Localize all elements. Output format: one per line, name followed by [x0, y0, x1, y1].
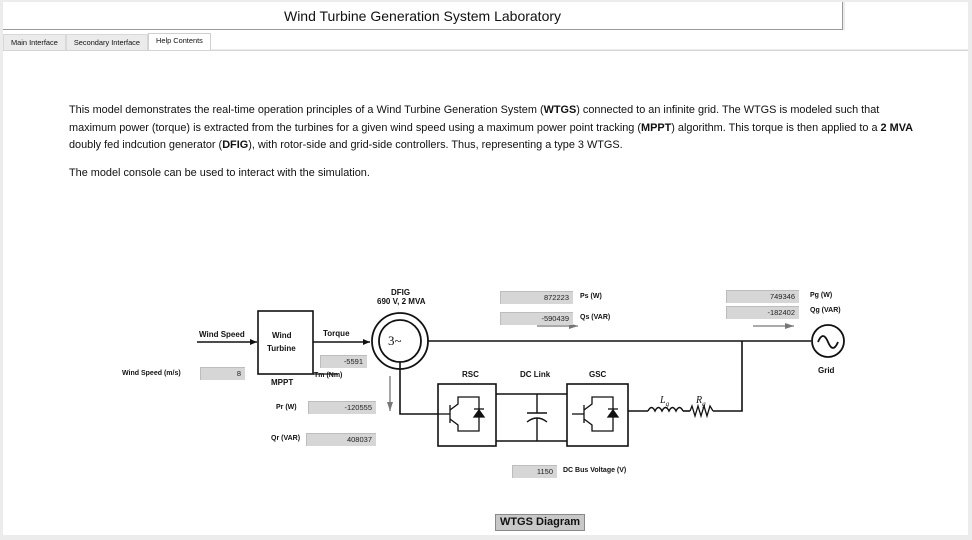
rg-label: Rg	[696, 395, 706, 408]
dc-link-label: DC Link	[520, 370, 551, 379]
torque-label: Torque	[323, 329, 350, 338]
rg-label-main: R	[696, 395, 703, 406]
gsc-block	[566, 383, 629, 447]
tab-bar: Main Interface Secondary Interface Help …	[3, 33, 211, 51]
qg-indicator-label: Qg (VAR)	[810, 307, 841, 314]
desc-bold-2mva: 2 MVA	[880, 121, 914, 134]
wind-turbine-block	[257, 310, 314, 375]
qs-indicator-label: Qs (VAR)	[580, 314, 611, 321]
tm-indicator-label: Tm (Nm)	[314, 372, 343, 379]
wind-speed-indicator-label: Wind Speed (m/s)	[122, 370, 181, 377]
grid-label: Grid	[818, 366, 835, 375]
dfig-rating-label: 690 V, 2 MVA	[377, 297, 426, 306]
turbine-label-line2: Turbine	[267, 344, 296, 353]
wind-speed-indicator: 8	[200, 367, 245, 380]
qs-indicator: -590439	[500, 312, 573, 325]
rsc-block	[437, 383, 497, 447]
lg-label: Lg	[660, 395, 669, 408]
rotor-line	[399, 362, 438, 415]
desc-bold-dfig: DFIG	[222, 139, 249, 151]
wind-speed-label: Wind Speed	[199, 330, 245, 339]
pr-indicator-label: Pr (W)	[276, 404, 297, 411]
desc-text: This model demonstrates the real-time op…	[69, 104, 544, 116]
rg-label-sub: g	[702, 400, 706, 408]
help-contents-panel	[3, 50, 968, 535]
title-background	[3, 30, 845, 49]
pg-indicator: 749346	[726, 290, 799, 303]
ps-indicator: 872223	[500, 291, 573, 304]
dc-bus-voltage-indicator: 1150	[512, 465, 557, 478]
desc-bold-mppt: MPPT	[641, 121, 672, 134]
wtgs-diagram-button[interactable]: WTGS Diagram	[495, 514, 585, 531]
desc-text: ), with rotor-side and grid-side control…	[248, 139, 623, 151]
rsc-label: RSC	[462, 370, 479, 379]
desc-text: doubly fed indcution generator (	[69, 139, 223, 151]
rsc-igbt-icon	[438, 396, 486, 432]
description-paragraph: This model demonstrates the real-time op…	[69, 102, 929, 155]
dfig-symbol: 3~	[388, 333, 402, 348]
grid-sine-icon	[817, 335, 839, 349]
ps-indicator-label: Ps (W)	[580, 293, 602, 300]
console-note: The model console can be used to interac…	[69, 167, 370, 179]
app-title: Wind Turbine Generation System Laborator…	[3, 2, 843, 30]
tm-indicator: -5591	[320, 355, 367, 368]
gsc-label: GSC	[589, 370, 607, 379]
inductor-lg-icon	[647, 406, 684, 413]
pg-indicator-label: Pg (W)	[810, 292, 833, 299]
grid-return-line	[713, 341, 743, 412]
gsc-igbt-icon	[572, 396, 620, 432]
app-title-text: Wind Turbine Generation System Laborator…	[283, 7, 562, 24]
dfig-label: DFIG	[391, 288, 411, 297]
resistor-rg-icon	[689, 403, 714, 419]
desc-text: ) algorithm. This torque is then applied…	[671, 121, 881, 134]
dc-bus-voltage-label: DC Bus Voltage (V)	[563, 467, 627, 474]
qg-indicator: -182402	[726, 306, 799, 319]
title-right-panel	[845, 2, 968, 49]
qr-indicator-label: Qr (VAR)	[271, 435, 301, 442]
dc-link-capacitor-icon	[526, 394, 548, 441]
tab-secondary-interface[interactable]: Secondary Interface	[65, 34, 148, 50]
mppt-label: MPPT	[271, 378, 294, 387]
qr-indicator: 408037	[306, 433, 376, 446]
turbine-label-line1: Wind	[272, 331, 292, 340]
pr-indicator: -120555	[308, 401, 376, 414]
tab-main-interface[interactable]: Main Interface	[3, 34, 66, 50]
tab-help-contents[interactable]: Help Contents	[148, 33, 211, 51]
lg-label-main: L	[660, 395, 666, 406]
desc-bold-wtgs: WTGS	[543, 104, 577, 116]
desc-text: ) connected to an infinite grid. The WTG…	[69, 104, 880, 134]
lg-label-sub: g	[665, 400, 670, 408]
